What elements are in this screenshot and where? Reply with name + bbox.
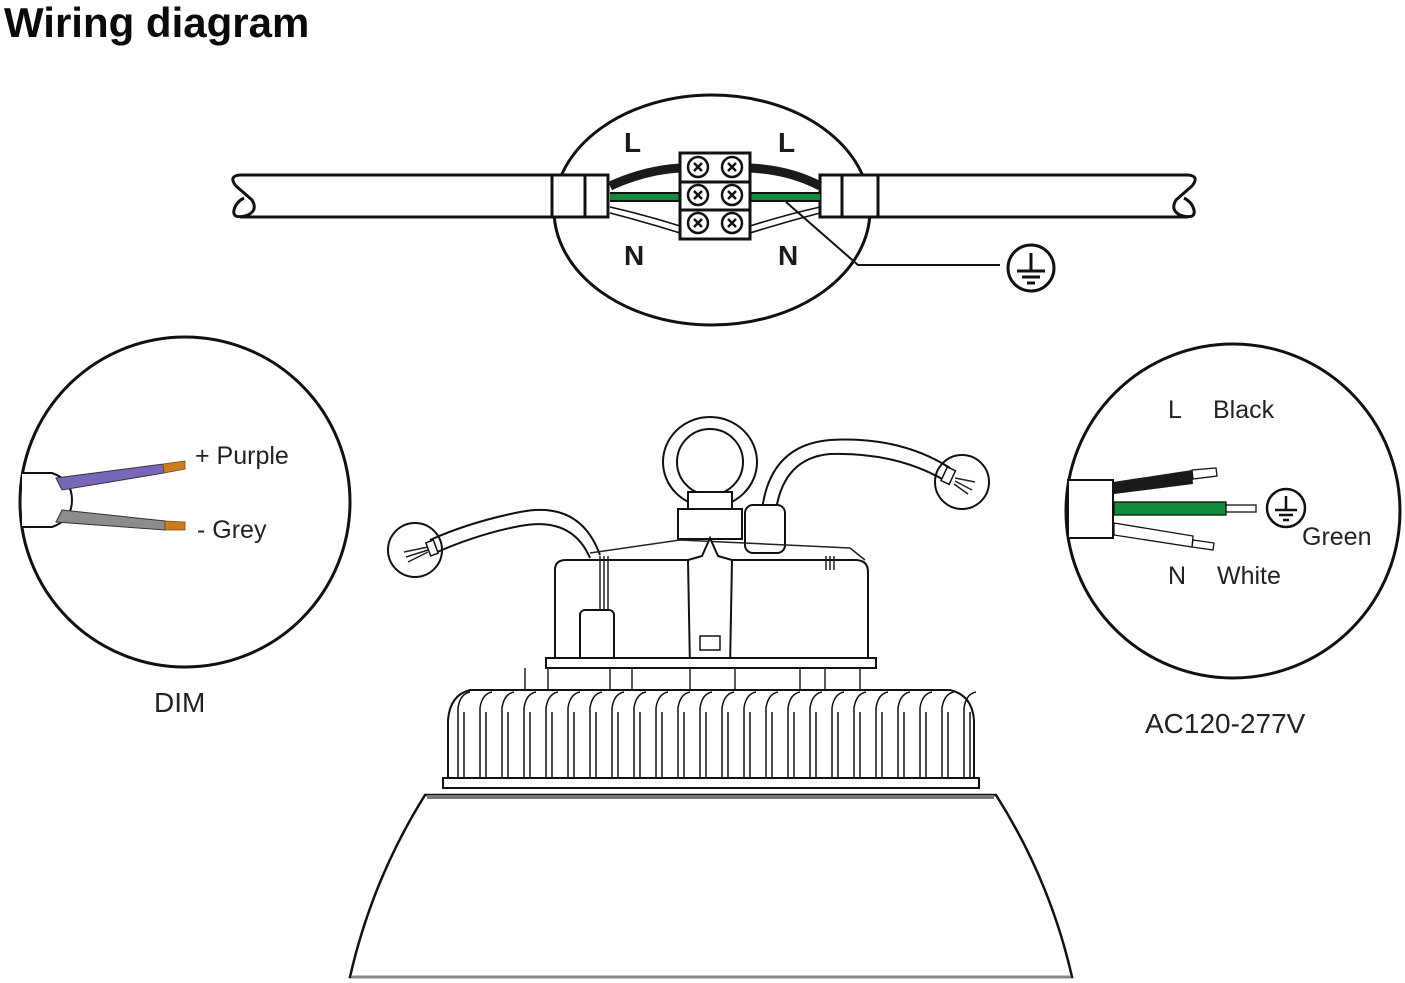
live-wire-left [608, 163, 681, 191]
heat-sink-fin [699, 691, 713, 778]
dim-cable-sheath [22, 472, 74, 528]
right-cable-end-lens [934, 454, 990, 510]
terminal-screw-icon [686, 155, 710, 179]
terminal-screw-icon [720, 183, 744, 207]
dim-negative-copper-tip [164, 520, 186, 531]
neutral-wire-right [749, 212, 821, 234]
live-color-label: Black [1213, 396, 1275, 424]
earth-green-wire [1113, 501, 1227, 516]
neutral-white-wire [1113, 522, 1194, 548]
driver-housing [524, 535, 877, 692]
heat-sink-fin [743, 691, 757, 778]
power-detail: L Black Green N White AC120-277V [1064, 342, 1402, 739]
cable-gland [744, 504, 786, 554]
driver-base-plate [545, 657, 877, 669]
heat-sink-fin [677, 691, 691, 778]
live-label: L [1168, 396, 1182, 424]
neutral-wire-left [609, 212, 681, 234]
power-detail-lens [1064, 342, 1402, 680]
terminal-screw-icon [720, 211, 744, 235]
dim-detail-lens [18, 335, 352, 669]
right-power-cable [761, 438, 990, 511]
heat-sink-fin [633, 691, 647, 778]
heat-sink-fin [853, 691, 867, 778]
dim-detail: + Purple - Grey DIM [18, 335, 352, 718]
right-cable-sheath [818, 173, 880, 219]
heat-sink-fin [545, 691, 559, 778]
heat-sink-fin [831, 691, 845, 778]
label-neutral-left: N [624, 240, 644, 271]
heat-sink-fin [655, 691, 669, 778]
dim-positive-wire [55, 463, 165, 491]
heat-sink-fin [897, 691, 911, 778]
earth-lead-line [785, 201, 1000, 266]
heat-sink [442, 689, 980, 789]
dim-positive-label: + Purple [195, 442, 289, 470]
diagram-title: Wiring diagram [4, 0, 309, 46]
label-live-left: L [624, 127, 641, 158]
left-dim-cable [387, 508, 601, 578]
label-live-right: L [778, 127, 795, 158]
heat-sink-fin [787, 691, 801, 778]
dim-positive-copper-tip [162, 460, 186, 474]
mounting-bracket [686, 535, 734, 669]
heat-sink-fin [457, 691, 471, 778]
left-supply-cable [231, 173, 560, 219]
heat-sink-fin [721, 691, 735, 778]
heat-sink-fin [611, 691, 625, 778]
heat-sink-fin [523, 691, 537, 778]
hanging-eye-hook [662, 416, 758, 540]
left-cable-end-lens [387, 522, 443, 578]
heat-sink-fin [875, 691, 889, 778]
dim-caption: DIM [154, 687, 205, 718]
heat-sink-fin [567, 691, 581, 778]
right-supply-cable [860, 173, 1197, 219]
dim-negative-label: - Grey [197, 516, 267, 544]
live-wire-right [749, 163, 823, 190]
heat-sink-base-ring [442, 777, 980, 789]
neutral-color-label: White [1217, 562, 1281, 590]
terminal-block [678, 151, 752, 241]
highbay-fixture [348, 416, 1074, 979]
heat-sink-fin [941, 691, 955, 778]
left-cable-sheath [550, 173, 610, 219]
terminal-screw-icon [720, 155, 744, 179]
reflector-shade [348, 793, 1074, 979]
heat-sink-fin [809, 691, 823, 778]
terminal-screw-icon [686, 183, 710, 207]
neutral-label: N [1168, 562, 1186, 590]
voltage-caption: AC120-277V [1145, 708, 1306, 739]
power-cable-sheath [1067, 479, 1114, 539]
heat-sink-fin [501, 691, 515, 778]
earth-ground-icon [1006, 243, 1056, 293]
heat-sink-fin [589, 691, 603, 778]
connector-detail: L L N N [231, 93, 1197, 327]
dim-negative-wire [55, 509, 166, 531]
heat-sink-fin [765, 691, 779, 778]
heat-sink-fin [919, 691, 933, 778]
live-black-wire [1113, 470, 1193, 494]
heat-sink-fin [963, 691, 977, 778]
terminal-screw-icon [686, 211, 710, 235]
label-neutral-right: N [778, 240, 798, 271]
earth-color-label: Green [1302, 523, 1371, 551]
heat-sink-fin [479, 691, 493, 778]
earth-ground-icon [1265, 487, 1307, 529]
